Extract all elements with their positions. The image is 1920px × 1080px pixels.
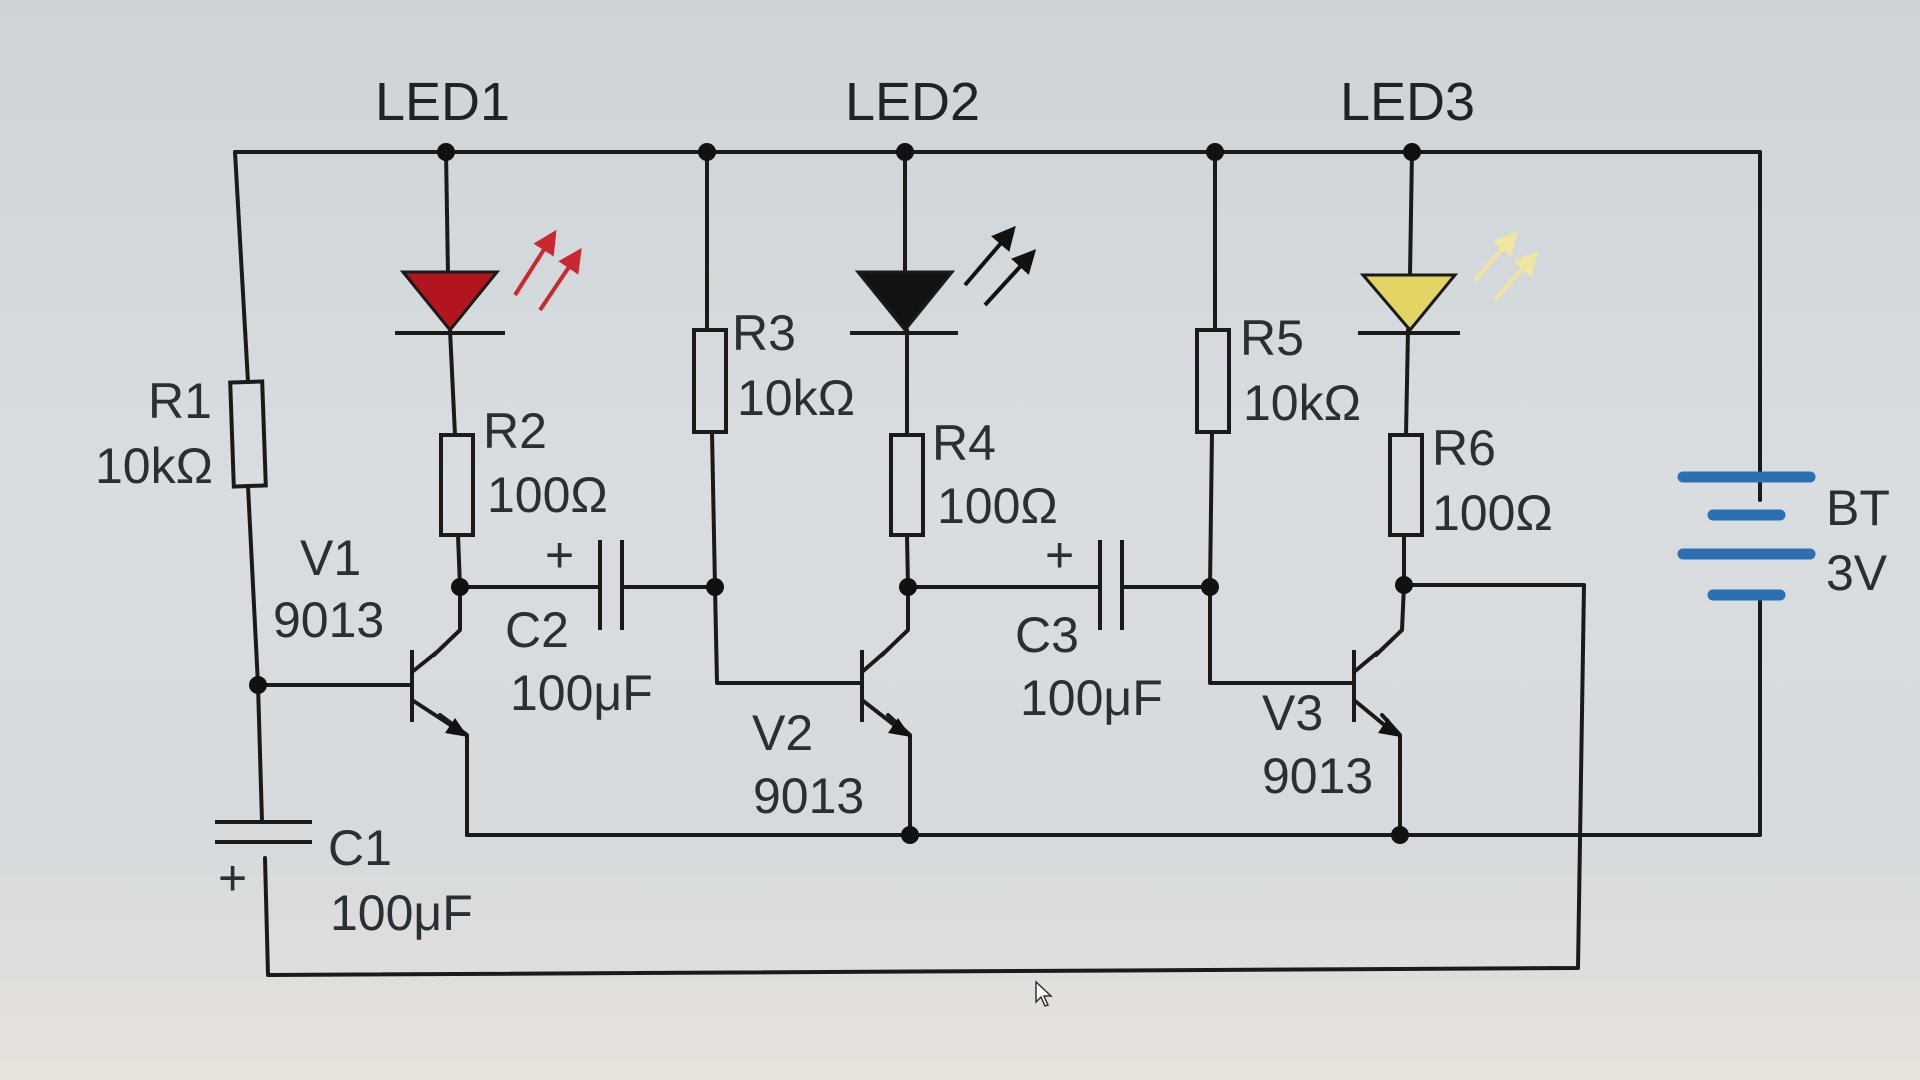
- junction-dot: [901, 826, 919, 844]
- v2-emitter: [860, 698, 900, 730]
- c2-label: C2: [505, 602, 569, 658]
- labels: LED1 LED2 LED3 R1 10kΩ R2 100Ω R3 10kΩ R…: [95, 72, 1890, 941]
- c1-label: C1: [328, 820, 392, 876]
- led2-body: [854, 270, 956, 333]
- r3-value: 10kΩ: [737, 370, 855, 426]
- r6-value: 100Ω: [1432, 485, 1553, 541]
- junction-dot: [706, 578, 724, 596]
- r6-label: R6: [1432, 420, 1496, 476]
- led1: [395, 229, 582, 335]
- junction-dot: [1206, 143, 1224, 161]
- battery-label: BT: [1826, 480, 1890, 536]
- r1-to-c1-wire: [246, 484, 264, 824]
- r5-label: R5: [1240, 310, 1304, 366]
- led3-anode-wire: [1408, 150, 1414, 277]
- v1-emitter-wire: [438, 713, 469, 837]
- wires: [233, 150, 1762, 977]
- r3-label: R3: [732, 305, 796, 361]
- junction-dot: [896, 143, 914, 161]
- top-rail-wire: [233, 150, 1762, 502]
- v1-label: V1: [300, 530, 361, 586]
- r4-body: [889, 433, 925, 537]
- r6-to-v3-wire: [1374, 533, 1406, 657]
- led3-light-arrow: [1493, 250, 1538, 302]
- c3-label: C3: [1015, 607, 1079, 663]
- battery: [1677, 471, 1816, 601]
- v3-label: V3: [1262, 685, 1323, 741]
- v1-collector: [410, 650, 439, 674]
- r1-wire: [233, 150, 250, 384]
- v3-emitter-arrow: [1378, 718, 1401, 737]
- c2-polarity: +: [545, 527, 574, 583]
- r1-body: [228, 379, 268, 489]
- v3-part: 9013: [1262, 748, 1373, 804]
- led2: [850, 225, 1037, 335]
- r4-to-v2-wire: [880, 533, 910, 657]
- mouse-cursor-icon: [1035, 980, 1053, 1007]
- junction-dot: [1395, 576, 1413, 594]
- led1-label: LED1: [375, 72, 510, 132]
- v1-part: 9013: [273, 592, 384, 648]
- r1-label: R1: [148, 373, 212, 429]
- v2-emitter-wire: [886, 713, 912, 837]
- junction-dot: [899, 578, 917, 596]
- led2-label: LED2: [845, 72, 980, 132]
- junction-dot: [437, 143, 455, 161]
- v2-collector: [860, 650, 887, 674]
- c2-value: 100μF: [510, 665, 653, 721]
- c3-polarity: +: [1045, 527, 1074, 583]
- r4-value: 100Ω: [937, 478, 1058, 534]
- led3: [1358, 230, 1538, 335]
- junction-dot: [1391, 826, 1409, 844]
- r1-value: 10kΩ: [95, 438, 213, 494]
- junction-dot: [698, 143, 716, 161]
- r3-body: [692, 328, 728, 434]
- v3-collector: [1352, 650, 1380, 674]
- led1-light-arrow: [513, 229, 557, 297]
- r5-body: [1195, 328, 1231, 434]
- v1-emitter: [410, 698, 457, 730]
- v2-label: V2: [752, 705, 813, 761]
- led3-light-arrow: [1473, 230, 1518, 282]
- r2-label: R2: [483, 403, 547, 459]
- c1-value: 100μF: [330, 885, 473, 941]
- led3-label: LED3: [1340, 72, 1475, 132]
- junction-dot: [249, 676, 267, 694]
- c3-value: 100μF: [1020, 670, 1163, 726]
- v3-emitter: [1352, 698, 1390, 730]
- r2-body: [439, 433, 475, 537]
- transistors: [410, 650, 1401, 737]
- led3-body: [1359, 273, 1459, 333]
- c1-polarity: +: [218, 850, 247, 906]
- led1-anode-wire: [444, 150, 450, 277]
- r6-body: [1388, 433, 1424, 537]
- r2-to-v1-wire: [432, 533, 462, 657]
- v2-emitter-arrow: [888, 718, 911, 737]
- led2-light-arrow: [983, 249, 1037, 307]
- led1-body: [399, 270, 501, 333]
- r3-bottom-wire: [710, 430, 862, 685]
- r2-value: 100Ω: [487, 467, 608, 523]
- led2-light-arrow: [963, 225, 1016, 287]
- led1-to-r2-wire: [448, 328, 457, 437]
- r5-bottom-wire: [1208, 430, 1354, 685]
- r5-value: 10kΩ: [1243, 375, 1361, 431]
- junction-dots: [249, 143, 1421, 844]
- v1-emitter-arrow: [445, 718, 468, 737]
- battery-voltage: 3V: [1826, 545, 1888, 601]
- c1-to-loop-wire: [263, 583, 1586, 977]
- led1-light-arrow: [538, 248, 582, 312]
- r4-label: R4: [932, 415, 996, 471]
- battery-negative-wire: [1398, 598, 1762, 837]
- junction-dot: [451, 578, 469, 596]
- resistors: [228, 328, 1424, 537]
- junction-dot: [1201, 578, 1219, 596]
- capacitors: [215, 540, 1124, 844]
- junction-dot: [1403, 143, 1421, 161]
- led3-to-r6-wire: [1404, 328, 1410, 437]
- v2-part: 9013: [753, 768, 864, 824]
